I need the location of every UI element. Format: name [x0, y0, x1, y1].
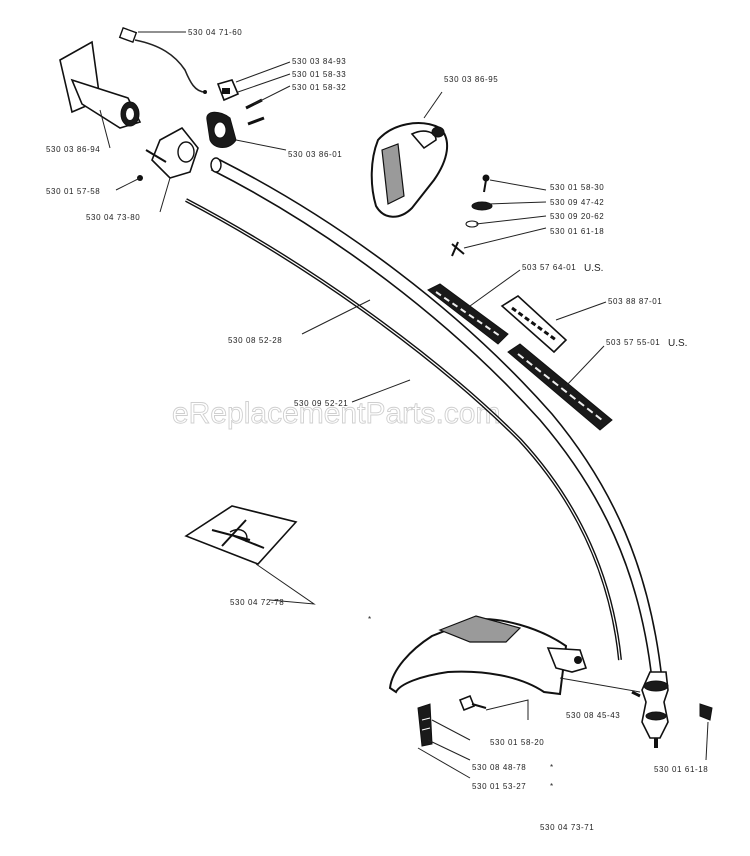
label-us-1: U.S.	[584, 263, 603, 274]
label-star-2: *	[550, 763, 554, 772]
switch-part	[216, 79, 240, 102]
label-530-03-86-01: 530 03 86-01	[288, 150, 342, 159]
label-star-3: *	[550, 782, 554, 791]
label-530-01-58-33: 530 01 58-33	[292, 70, 346, 79]
decal-strip-1-part	[427, 283, 509, 345]
label-530-04-73-80: 530 04 73-80	[86, 213, 140, 222]
label-530-04-71-60: 530 04 71-60	[188, 28, 242, 37]
label-530-01-58-32: 530 01 58-32	[292, 83, 346, 92]
label-530-01-58-20: 530 01 58-20	[490, 738, 544, 747]
clamp-bolt-part	[458, 694, 487, 712]
label-530-03-86-95: 530 03 86-95	[444, 75, 498, 84]
fastener-stack-part	[451, 174, 493, 257]
label-530-09-47-42: 530 09 47-42	[550, 198, 604, 207]
decal-sheet-part	[184, 505, 298, 565]
decal-strip-2-part	[500, 294, 568, 354]
label-530-03-86-94: 530 03 86-94	[46, 145, 100, 154]
label-530-08-52-28: 530 08 52-28	[228, 336, 282, 345]
grease-screw-part	[699, 703, 713, 721]
stop-wire-part	[118, 27, 207, 94]
label-530-01-53-27: 530 01 53-27	[472, 782, 526, 791]
label-530-01-58-30: 530 01 58-30	[550, 183, 604, 192]
label-503-57-55-01: 503 57 55-01	[606, 338, 660, 347]
guard-part	[388, 615, 588, 696]
label-503-57-64-01: 503 57 64-01	[522, 263, 576, 272]
label-530-01-61-18: 530 01 61-18	[550, 227, 604, 236]
line-cutter-part	[417, 703, 433, 747]
label-us-2: U.S.	[668, 338, 687, 349]
label-530-01-57-58: 530 01 57-58	[46, 187, 100, 196]
drive-shaft-part	[185, 198, 622, 661]
decal-strip-3-part	[507, 343, 613, 431]
label-530-04-72-78: 530 04 72-78	[230, 598, 284, 607]
watermark-text: eReplacementParts.com	[172, 397, 500, 430]
leader-lines	[99, 31, 709, 779]
front-handle-part	[370, 122, 449, 218]
label-530-08-48-78: 530 08 48-78	[472, 763, 526, 772]
label-530-01-61-18-b: 530 01 61-18	[654, 765, 708, 774]
label-530-08-45-43: 530 08 45-43	[566, 711, 620, 720]
clamp-ring-part	[206, 111, 237, 148]
gear-head-part	[631, 671, 669, 748]
label-503-88-87-01: 503 88 87-01	[608, 297, 662, 306]
label-530-04-73-71: 530 04 73-71	[540, 823, 594, 832]
label-530-09-52-21: 530 09 52-21	[294, 399, 348, 408]
clamp-bracket-part	[137, 126, 199, 181]
label-star-guard: *	[368, 615, 372, 624]
handle-grip-part	[59, 40, 142, 129]
label-530-09-20-62: 530 09 20-62	[550, 212, 604, 221]
label-530-03-84-93: 530 03 84-93	[292, 57, 346, 66]
